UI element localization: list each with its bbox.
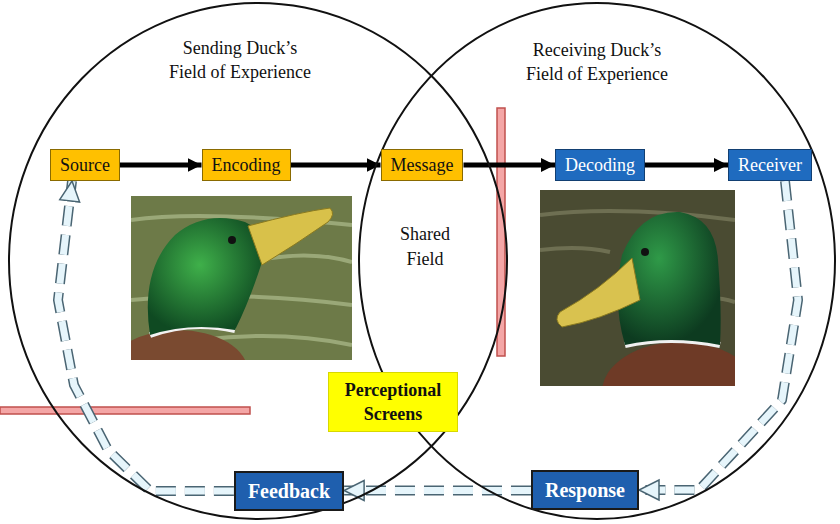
connector-line — [645, 163, 728, 168]
connector-line — [639, 181, 798, 490]
circle-heading: Receiving Duck’s Field of Experience — [522, 38, 672, 86]
process-box: Message — [381, 149, 464, 181]
duck-chest — [602, 342, 735, 386]
box-text: Encoding — [212, 154, 281, 176]
connector-line — [639, 181, 798, 490]
process-box: Source — [50, 149, 120, 181]
connector-line — [58, 181, 234, 491]
circle-heading: Sending Duck’s Field of Experience — [165, 36, 315, 84]
process-box: Feedback — [234, 471, 344, 511]
receiving-duck-photo — [540, 190, 735, 386]
screen-bar — [0, 407, 250, 414]
box-text: Source — [60, 154, 110, 176]
box-text: Response — [545, 478, 625, 502]
process-box: Encoding — [202, 149, 291, 181]
flow-arrow — [463, 165, 555, 166]
box-text: Feedback — [248, 479, 330, 503]
screen-box: Perceptional Screens — [328, 372, 458, 432]
duck-chest — [131, 330, 248, 360]
box-text: Message — [391, 154, 454, 176]
box-text: Receiver — [738, 154, 802, 176]
box-text: Perceptional Screens — [339, 378, 447, 426]
duck-bill — [248, 208, 333, 265]
duck-head — [148, 218, 263, 335]
process-box: Response — [531, 470, 639, 510]
flow-arrow — [120, 165, 202, 166]
process-box: Receiver — [728, 149, 812, 181]
process-box: Decoding — [555, 149, 645, 181]
connector-line — [58, 181, 234, 491]
connector-line — [291, 163, 381, 168]
feedback-arrow — [58, 181, 234, 491]
duck-bill — [557, 258, 640, 327]
connector-line — [463, 163, 555, 168]
duck-eye — [641, 248, 649, 256]
circle-outline-shape — [9, 3, 507, 519]
circle-outline-shape — [359, 3, 835, 519]
flow-arrow — [645, 165, 728, 166]
duck-eye — [228, 236, 236, 244]
box-text: Decoding — [565, 154, 635, 176]
sending-duck-photo — [131, 196, 352, 360]
water-ripple — [131, 216, 352, 345]
feedback-arrow — [639, 181, 798, 490]
region-label: Shared Field — [380, 222, 470, 272]
flow-arrow — [291, 165, 381, 166]
connector-line — [120, 163, 202, 168]
